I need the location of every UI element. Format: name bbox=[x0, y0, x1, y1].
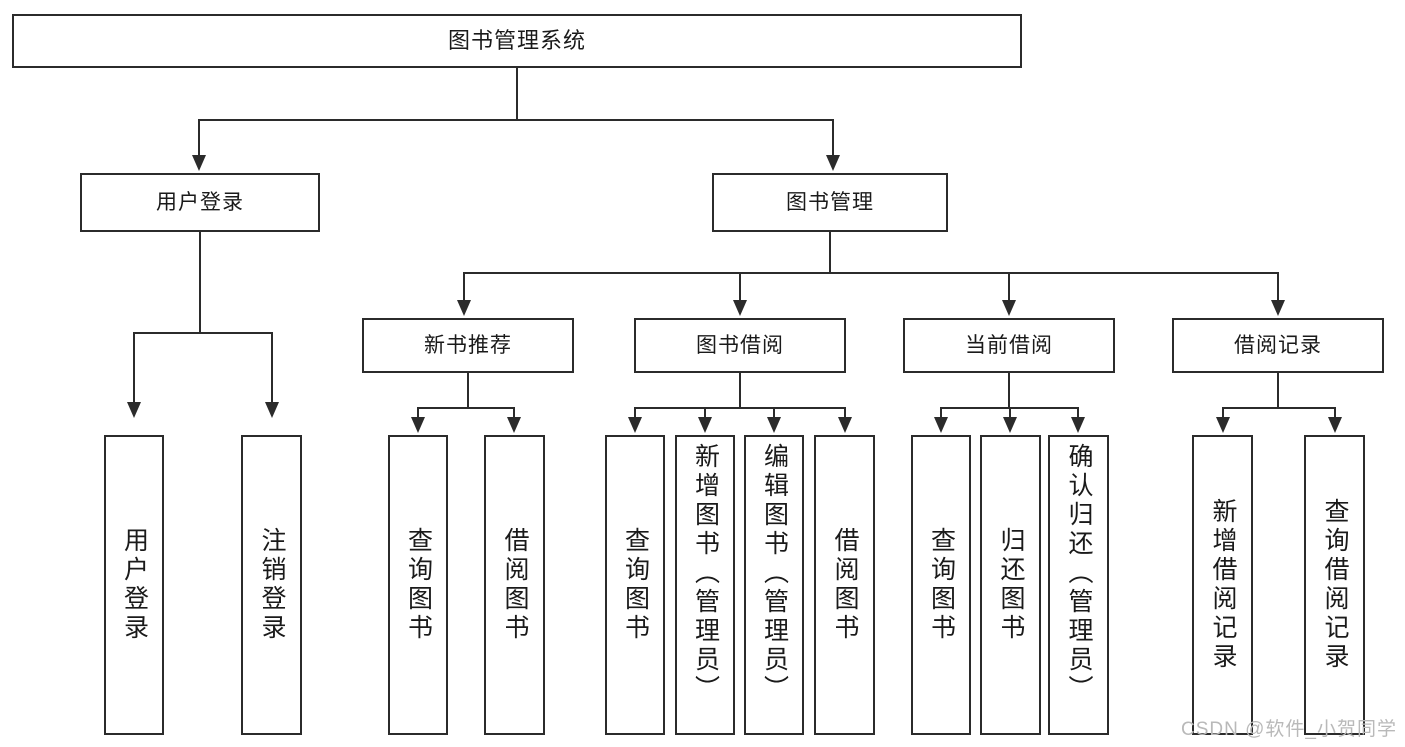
leaf-label: 用户登录 bbox=[120, 527, 149, 643]
leaf-node-user-login[interactable]: 用户登录 bbox=[104, 435, 164, 735]
connector-nb-to-leaf-1 bbox=[417, 407, 419, 419]
arrowhead-br-leaf-1 bbox=[1216, 417, 1230, 433]
connector-user-login-bus bbox=[133, 332, 273, 334]
leaf-label: 查询借阅记录 bbox=[1321, 498, 1349, 672]
leaf-node-logout[interactable]: 注销登录 bbox=[241, 435, 302, 735]
leaf-label: 查询图书 bbox=[621, 527, 650, 643]
leaf-node-borrow-books-bb[interactable]: 借阅图书 bbox=[814, 435, 875, 735]
leaf-node-add-book-admin[interactable]: 新增图书（管理员） bbox=[675, 435, 735, 735]
connector-root-to-user-login bbox=[198, 119, 200, 157]
connector-user-login-stem bbox=[199, 232, 201, 333]
connector-borrow-stem bbox=[739, 373, 741, 409]
arrowhead-to-new-books bbox=[457, 300, 471, 316]
arrowhead-bb-leaf-2 bbox=[698, 417, 712, 433]
node-new-book-recommend[interactable]: 新书推荐 bbox=[362, 318, 574, 373]
leaf-label: 查询图书 bbox=[404, 527, 433, 643]
connector-new-books-bus bbox=[417, 407, 515, 409]
leaf-label: 新增借阅记录 bbox=[1209, 498, 1237, 672]
arrowhead-to-user-login bbox=[192, 155, 206, 171]
connector-br-to-leaf-2 bbox=[1334, 407, 1336, 419]
node-book-management[interactable]: 图书管理 bbox=[712, 173, 948, 232]
arrowhead-nb-leaf-1 bbox=[411, 417, 425, 433]
connector-book-management-bus bbox=[463, 272, 1277, 274]
leaf-label: 借阅图书 bbox=[501, 527, 529, 643]
node-label: 用户登录 bbox=[156, 190, 244, 214]
connector-nb-to-leaf-2 bbox=[513, 407, 515, 419]
arrowhead-to-borrow-record bbox=[1271, 300, 1285, 316]
connector-bm-to-borrow bbox=[739, 272, 741, 302]
connector-borrow-record-bus bbox=[1222, 407, 1336, 409]
csdn-watermark: CSDN @软件_小贺同学 bbox=[1181, 719, 1397, 740]
connector-cb-to-leaf-1 bbox=[940, 407, 942, 419]
arrowhead-nb-leaf-2 bbox=[507, 417, 521, 433]
node-current-borrow[interactable]: 当前借阅 bbox=[903, 318, 1115, 373]
leaf-label: 查询图书 bbox=[927, 527, 956, 643]
node-book-borrow[interactable]: 图书借阅 bbox=[634, 318, 846, 373]
arrowhead-bb-leaf-4 bbox=[838, 417, 852, 433]
node-label: 图书借阅 bbox=[696, 333, 784, 357]
connector-current-borrow-stem bbox=[1008, 373, 1010, 409]
leaf-node-confirm-return-admin[interactable]: 确认归还（管理员） bbox=[1048, 435, 1109, 735]
leaf-node-query-books-bb[interactable]: 查询图书 bbox=[605, 435, 665, 735]
leaf-node-edit-book-admin[interactable]: 编辑图书（管理员） bbox=[744, 435, 804, 735]
arrowhead-to-borrow bbox=[733, 300, 747, 316]
leaf-node-query-borrow-record[interactable]: 查询借阅记录 bbox=[1304, 435, 1365, 735]
arrowhead-cb-leaf-3 bbox=[1071, 417, 1085, 433]
leaf-node-return-books[interactable]: 归还图书 bbox=[980, 435, 1041, 735]
connector-bb-to-leaf-3 bbox=[773, 407, 775, 419]
node-label: 新书推荐 bbox=[424, 333, 512, 357]
arrowhead-to-current-borrow bbox=[1002, 300, 1016, 316]
arrowhead-leaf-logout bbox=[265, 402, 279, 418]
node-label: 图书管理系统 bbox=[447, 27, 586, 53]
leaf-label: 新增图书（管理员） bbox=[691, 443, 720, 704]
connector-root-bus bbox=[198, 119, 834, 121]
leaf-node-borrow-books-nb[interactable]: 借阅图书 bbox=[484, 435, 545, 735]
leaf-node-query-books-cb[interactable]: 查询图书 bbox=[911, 435, 971, 735]
connector-borrow-record-stem bbox=[1277, 373, 1279, 409]
connector-root-stem bbox=[516, 68, 518, 120]
node-root-book-management-system[interactable]: 图书管理系统 bbox=[12, 14, 1022, 68]
arrowhead-bb-leaf-1 bbox=[628, 417, 642, 433]
connector-bb-to-leaf-4 bbox=[844, 407, 846, 419]
leaf-node-query-books-nb[interactable]: 查询图书 bbox=[388, 435, 448, 735]
connector-br-to-leaf-1 bbox=[1222, 407, 1224, 419]
connector-bm-to-new-books bbox=[463, 272, 465, 302]
arrowhead-br-leaf-2 bbox=[1328, 417, 1342, 433]
leaf-label: 确认归还（管理员） bbox=[1065, 443, 1093, 704]
node-borrow-record[interactable]: 借阅记录 bbox=[1172, 318, 1384, 373]
leaf-label: 注销登录 bbox=[258, 527, 286, 643]
arrowhead-to-book-management bbox=[826, 155, 840, 171]
connector-borrow-bus bbox=[634, 407, 846, 409]
connector-bb-to-leaf-1 bbox=[634, 407, 636, 419]
arrowhead-cb-leaf-1 bbox=[934, 417, 948, 433]
connector-cb-to-leaf-2 bbox=[1009, 407, 1011, 419]
leaf-label: 编辑图书（管理员） bbox=[760, 443, 789, 704]
connector-bm-to-borrow-record bbox=[1277, 272, 1279, 302]
node-label: 借阅记录 bbox=[1234, 333, 1322, 357]
arrowhead-leaf-user-login bbox=[127, 402, 141, 418]
connector-bb-to-leaf-2 bbox=[704, 407, 706, 419]
arrowhead-cb-leaf-2 bbox=[1003, 417, 1017, 433]
connector-root-to-book-management bbox=[832, 119, 834, 157]
node-label: 当前借阅 bbox=[965, 333, 1053, 357]
connector-cb-to-leaf-3 bbox=[1077, 407, 1079, 419]
connector-bm-to-current-borrow bbox=[1008, 272, 1010, 302]
connector-user-login-to-leaf-1 bbox=[133, 332, 135, 404]
leaf-label: 归还图书 bbox=[997, 527, 1025, 643]
connector-new-books-stem bbox=[467, 373, 469, 409]
node-user-login[interactable]: 用户登录 bbox=[80, 173, 320, 232]
leaf-node-add-borrow-record[interactable]: 新增借阅记录 bbox=[1192, 435, 1253, 735]
connector-user-login-to-leaf-2 bbox=[271, 332, 273, 404]
connector-book-management-stem bbox=[829, 232, 831, 273]
node-label: 图书管理 bbox=[786, 190, 874, 214]
leaf-label: 借阅图书 bbox=[831, 527, 859, 643]
arrowhead-bb-leaf-3 bbox=[767, 417, 781, 433]
